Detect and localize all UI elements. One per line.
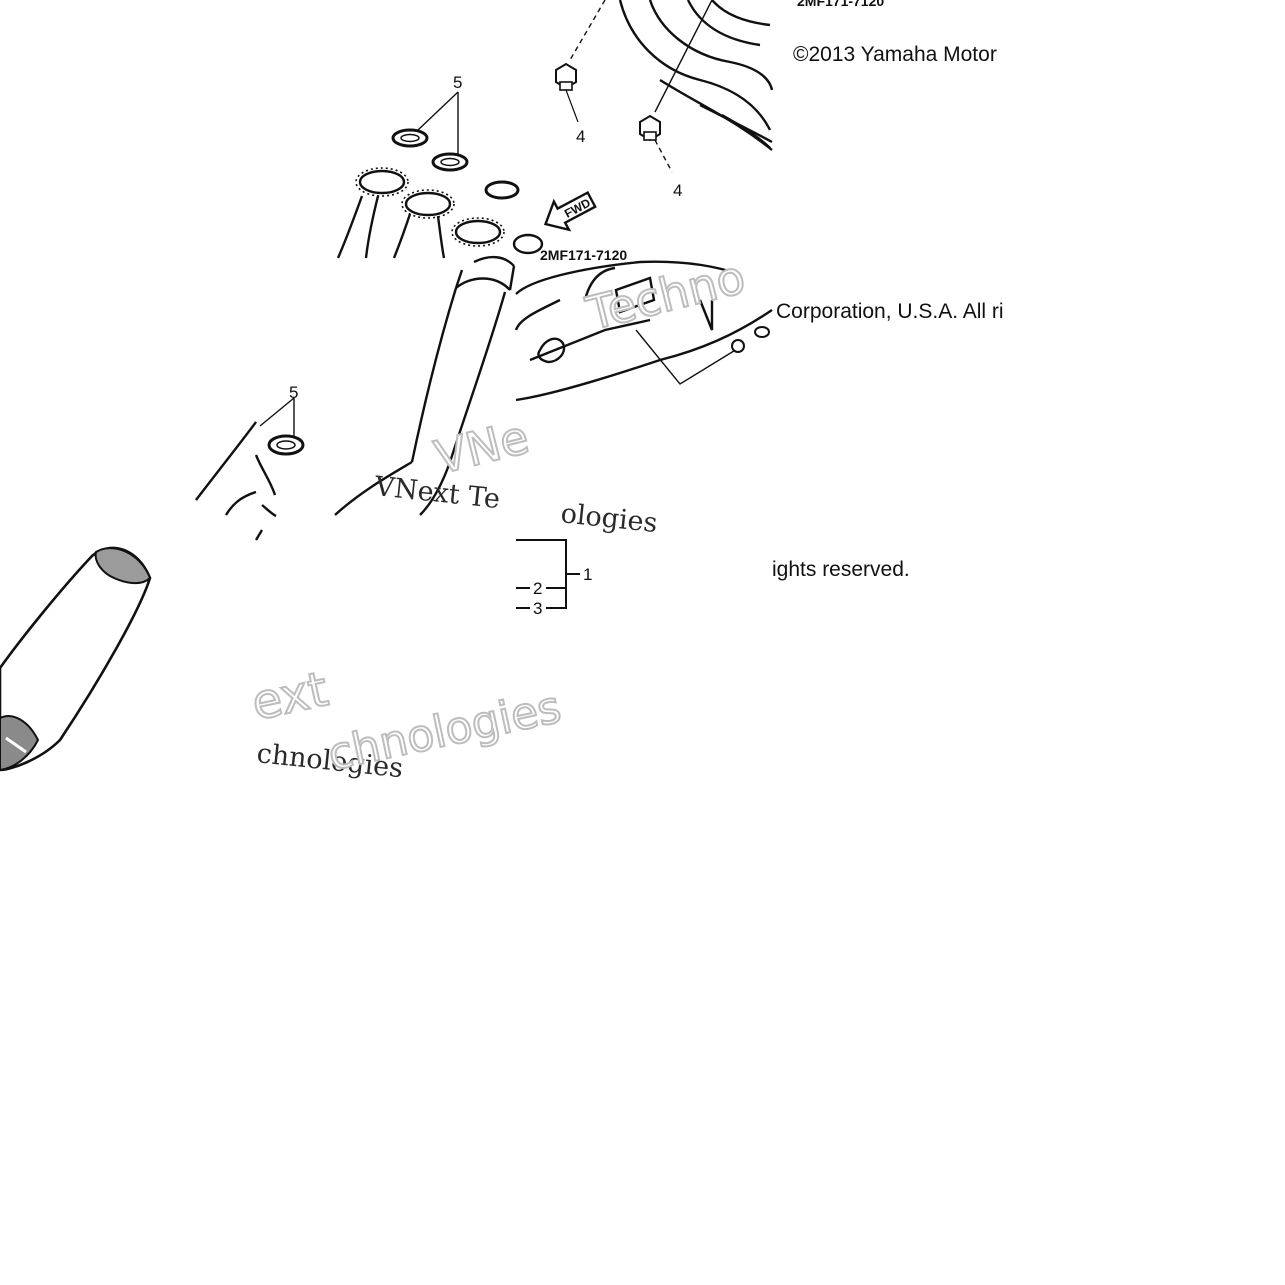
pipe-flanges: [358, 169, 544, 255]
watermark-text: Techno: [581, 249, 751, 340]
watermark-text: chnologies: [324, 682, 566, 781]
header-pipes-upper: [618, 0, 774, 151]
gasket-icon: [431, 152, 469, 172]
tile-top-right: 4 4 FWD 2MF171-7120 2MF171-7120: [540, 0, 884, 263]
gasket-icon: [391, 128, 429, 148]
tile-bottom-left: [0, 546, 152, 772]
watermark-text: VNe: [430, 409, 534, 484]
callout-4a: 4: [576, 127, 585, 146]
callout-1: 1: [583, 565, 592, 584]
down-pipe: [334, 255, 516, 516]
part-code-middle: 2MF171-7120: [540, 247, 627, 263]
tile-middle-right: [514, 260, 773, 402]
callout-2: 2: [533, 579, 542, 598]
watermark-text: ext: [247, 661, 333, 732]
muffler-icon: [0, 546, 152, 772]
tile-left: 5: [195, 383, 305, 541]
bolt-icon: [555, 62, 577, 91]
callout-5a: 5: [453, 73, 462, 92]
watermark-text: ologies: [559, 498, 659, 539]
copyright-line-2: Corporation, U.S.A. All ri: [776, 300, 1004, 323]
watermark-text: VNext Te: [372, 471, 501, 515]
copyright-line-1: ©2013 Yamaha Motor: [793, 43, 997, 66]
nut-icon: [731, 339, 745, 353]
callout-3: 3: [533, 599, 542, 618]
callout-5b: 5: [289, 383, 298, 402]
tile-center: [334, 255, 516, 516]
watermark: VNext Te ologies chnologies ext chnologi…: [246, 248, 751, 784]
gasket-icon: [267, 434, 305, 456]
tile-top-left: 5: [336, 73, 544, 259]
part-code-top: 2MF171-7120: [797, 0, 884, 9]
callout-4b: 4: [673, 181, 682, 200]
gasket-icon: [484, 180, 520, 200]
bolt-icon: [639, 114, 661, 142]
forward-arrow-icon: FWD: [543, 190, 597, 232]
copyright-line-3: ights reserved.: [772, 558, 910, 581]
washer-icon: [754, 326, 770, 338]
header-pipes-lower: [336, 195, 446, 259]
muffler-joint: [195, 421, 277, 541]
tile-center-right: 1 2 3: [516, 539, 592, 618]
